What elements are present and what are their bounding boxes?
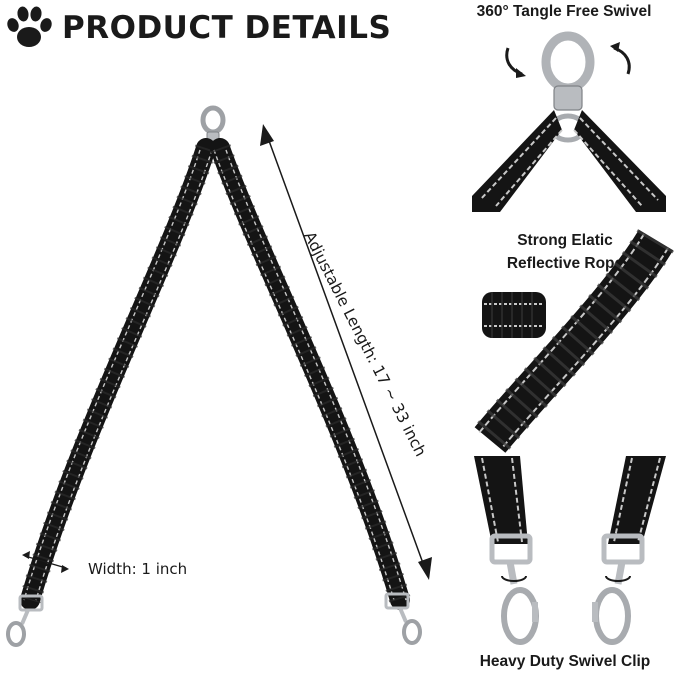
right-snap-clip <box>384 592 422 645</box>
swivel-detail-image <box>472 31 666 212</box>
rope-caption: Strong Elatic Reflective Rope <box>470 229 660 275</box>
paw-print-icon <box>7 6 52 47</box>
left-rope <box>19 138 217 610</box>
right-rope <box>209 138 411 610</box>
rope-caption-line-1: Strong Elatic <box>517 232 613 249</box>
clip-detail-image <box>474 456 666 645</box>
page-title: PRODUCT DETAILS <box>62 10 392 46</box>
left-snap-clip <box>6 594 44 647</box>
swivel-caption: 360° Tangle Free Swivel <box>476 3 652 20</box>
rope-diagonal <box>473 228 675 454</box>
width-arrow <box>22 551 69 573</box>
rotate-left-arrow-icon <box>505 47 523 76</box>
width-label: Width: 1 inch <box>88 560 188 578</box>
swivel-rotate-icon <box>501 575 527 582</box>
rope-detail-image <box>473 228 675 454</box>
rope-cross-section <box>482 292 546 338</box>
length-arrow <box>260 124 432 580</box>
rope-caption-line-2: Reflective Rope <box>506 255 624 272</box>
rotate-right-arrow-icon <box>613 46 631 75</box>
detail-right-clip <box>592 456 666 645</box>
clip-caption: Heavy Duty Swivel Clip <box>479 653 651 670</box>
detail-left-clip <box>474 456 539 645</box>
